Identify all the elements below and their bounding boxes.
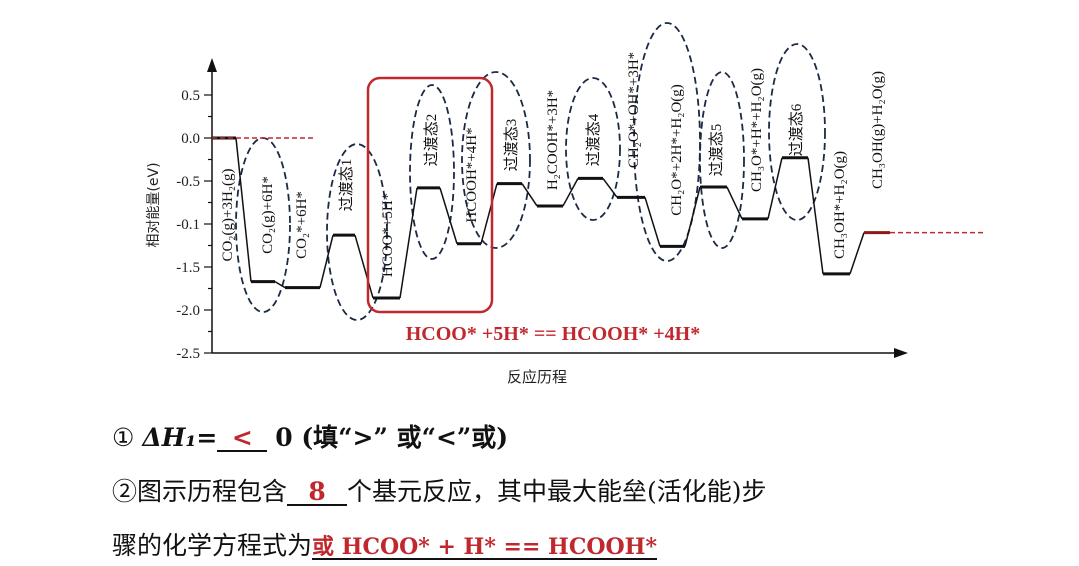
energy-profile-chart: 0.5 0.0 -0.5 -0.1 -1.5 -2.0 -2.5 CO₂(g)+3H₂(g)… [146, 22, 985, 386]
q1-number: ① [112, 423, 135, 452]
highlight-box [366, 76, 494, 314]
dashed-ellipse [768, 43, 826, 221]
dashed-ellipse [409, 84, 455, 260]
connector [562, 178, 579, 207]
q3-prefix: 骤的化学方程式为 [112, 531, 313, 560]
connector [521, 183, 538, 207]
q1-suffix: 0 (填“>” 或“<”或) [275, 423, 509, 452]
state-label: CH₂O*+2H*+H₂O(g) [669, 84, 685, 216]
state-label: HCOO*+5H* [380, 193, 396, 277]
y-tick-label: -2.0 [176, 303, 200, 319]
y-tick-label: 0.0 [181, 131, 200, 147]
q1-prefix: ΔH₁= [142, 423, 218, 452]
connector [354, 234, 374, 299]
state-label: CO₂(g)+6H* [260, 176, 276, 254]
state-label: 过渡态5 [708, 124, 725, 177]
y-tick-label: -2.5 [176, 346, 200, 362]
connector [726, 186, 743, 220]
connector [644, 197, 661, 247]
q1-answer-blank[interactable]: < [217, 425, 268, 452]
connector [399, 187, 418, 299]
state-label: 过渡态3 [503, 119, 520, 172]
y-axis-label: 相对能量(eV) [146, 162, 162, 247]
dashed-ellipse [633, 22, 701, 262]
connector [767, 157, 783, 220]
dashed-ellipse [699, 71, 745, 249]
state-label: 过渡态1 [338, 159, 355, 212]
dashed-ellipse [326, 143, 388, 321]
state-label: CH₃OH(g)+H₂O(g) [870, 71, 886, 189]
q3-answer-blank[interactable]: 或 HCOO* + H* == HCOOH* [312, 534, 657, 560]
connector [439, 187, 458, 244]
connector [602, 177, 618, 198]
y-tick-label: -0.5 [176, 174, 200, 190]
x-axis-label: 反应历程 [507, 368, 567, 386]
connector [807, 157, 824, 274]
state-label: CH₃OH*+H₂O(g) [832, 151, 848, 259]
state-label: 过渡态2 [423, 114, 440, 167]
x-axis-arrow [894, 348, 908, 358]
y-tick-label: -0.1 [176, 217, 200, 233]
state-label: H₂COOH*+3H* [545, 90, 561, 190]
state-label: CH₂O*+OH*+3H* [626, 52, 642, 168]
connector [480, 183, 498, 244]
y-tick-label: 0.5 [181, 88, 200, 104]
y-tick-label: -1.5 [176, 260, 200, 276]
y-axis-arrow [207, 58, 217, 72]
connector [684, 186, 701, 247]
dashed-ellipse [461, 71, 531, 249]
q2-suffix: 个基元反应，其中最大能垒(活化能)步 [347, 477, 767, 506]
highlight-equation: HCOO* +5H* == HCOOH* +4H* [406, 323, 700, 345]
state-label: HCOOH*+4H* [464, 127, 480, 222]
connector [849, 232, 865, 275]
connector [319, 234, 334, 288]
state-label: CO₂(g)+3H₂(g) [220, 168, 236, 261]
question-3: 骤的化学方程式为或 HCOO* + H* == HCOOH* [112, 526, 657, 562]
q2-prefix: ②图示历程包含 [112, 477, 288, 506]
connector [274, 280, 286, 289]
connector [235, 137, 252, 282]
q2-answer-blank[interactable]: 8 [287, 479, 348, 506]
state-label: CH₃O*+H*+H₂O(g) [749, 68, 765, 192]
state-label: 过渡态4 [585, 113, 602, 166]
state-label: CO₂*+6H* [294, 191, 310, 259]
dashed-ellipse [565, 77, 621, 221]
question-1: ① ΔH₁=< 0 (填“>” 或“<”或) [112, 418, 508, 454]
state-label: 过渡态6 [788, 103, 805, 156]
